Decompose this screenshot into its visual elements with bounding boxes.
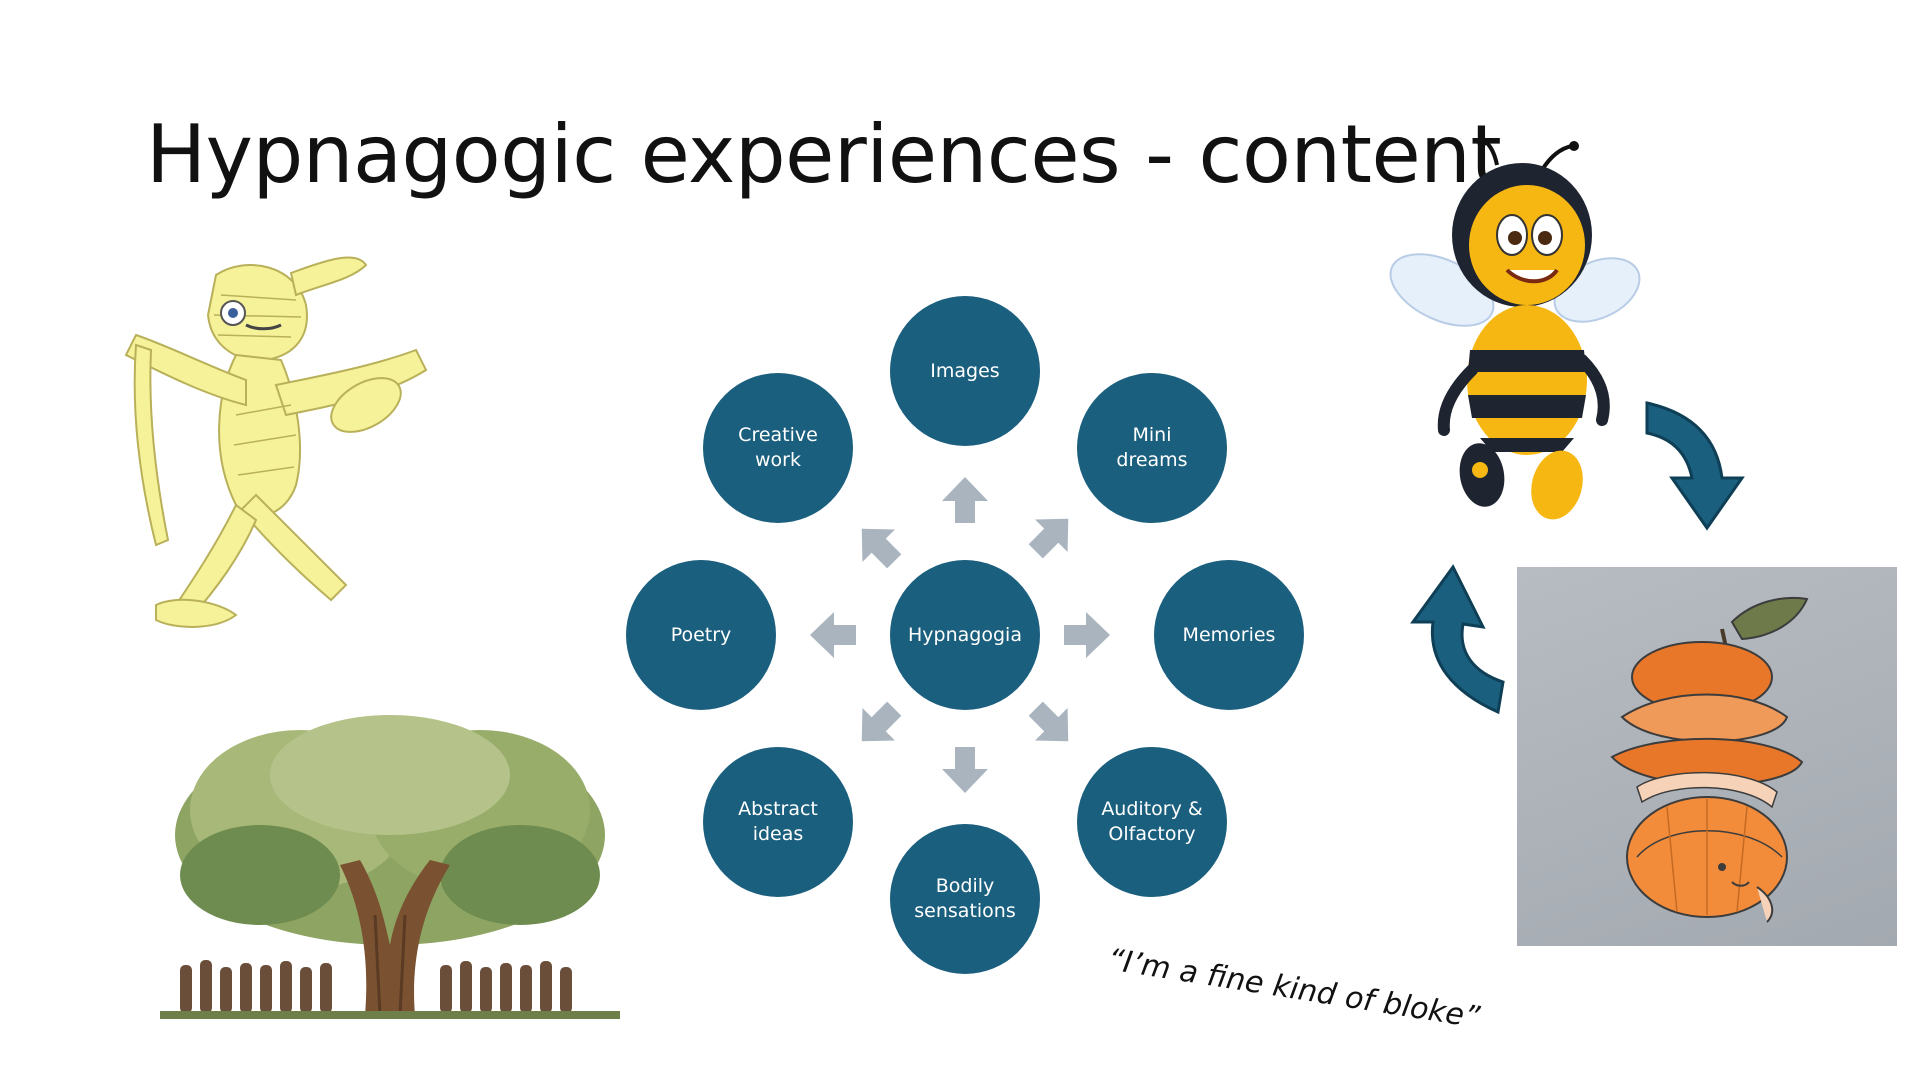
quote-text: “I’m a fine kind of bloke”	[1105, 942, 1482, 1036]
arrow-down-left-icon	[861, 701, 902, 742]
arrow-down-right-icon	[1028, 701, 1069, 742]
node-mini-dreams: Mini dreams	[1077, 373, 1227, 523]
curved-arrow-up-icon	[1410, 564, 1505, 715]
node-creative-work: Creative work	[703, 373, 853, 523]
center-node-hypnagogia: Hypnagogia	[890, 560, 1040, 710]
node-auditory-olfactory: Auditory & Olfactory	[1077, 747, 1227, 897]
node-poetry: Poetry	[626, 560, 776, 710]
family-tree-illustration	[160, 715, 620, 1019]
arrow-right-icon	[1064, 612, 1110, 658]
arrow-up-right-icon	[1028, 518, 1069, 559]
arrow-left-icon	[810, 612, 856, 658]
bee-cartoon	[1389, 140, 1641, 520]
mummy-illustration	[124, 256, 428, 628]
slide-title: Hypnagogic experiences - content	[146, 108, 1502, 201]
node-memories: Memories	[1154, 560, 1304, 710]
node-bodily-sensations: Bodily sensations	[890, 824, 1040, 974]
node-images: Images	[890, 296, 1040, 446]
arrow-down-icon	[942, 747, 988, 793]
arrow-up-icon	[942, 477, 988, 523]
peeled-orange-illustration	[1517, 567, 1897, 946]
node-abstract-ideas: Abstract ideas	[703, 747, 853, 897]
arrow-up-left-icon	[861, 528, 902, 569]
curved-arrow-down-icon	[1645, 401, 1745, 531]
